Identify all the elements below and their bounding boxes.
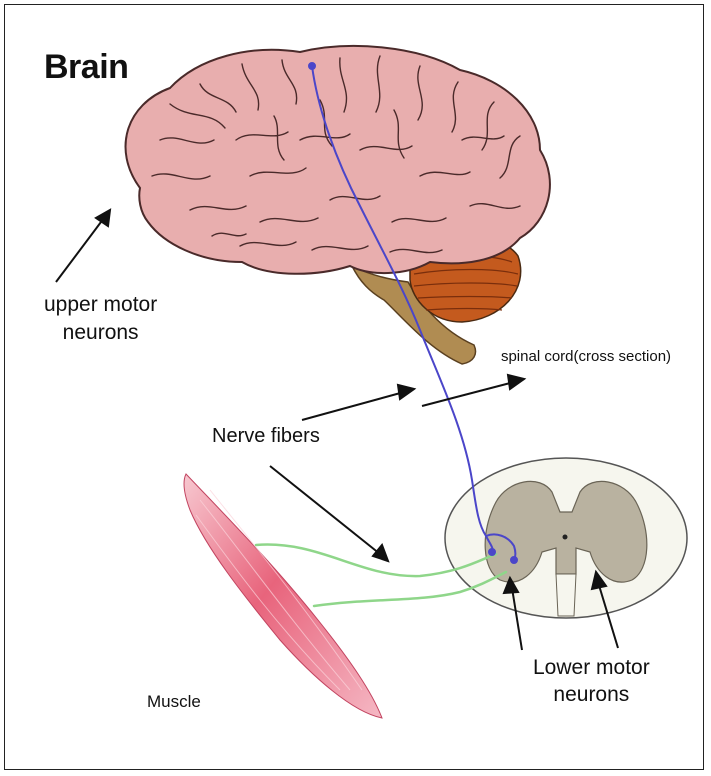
spinal-cord-section <box>445 458 687 618</box>
arrow-upper-motor <box>56 218 104 282</box>
muscle <box>184 474 382 718</box>
upper-motor-neurons-label: upper motor neurons <box>44 291 157 347</box>
upper-motor-label-line1: upper motor <box>44 291 157 319</box>
arrow-nerve-to-muscle-fiber <box>270 466 380 554</box>
arrow-nerve-to-fiber <box>302 392 404 420</box>
arrow-spinal-cord <box>422 382 514 406</box>
spinal-cord-label: spinal cord(cross section) <box>500 347 672 367</box>
muscle-label: Muscle <box>147 692 201 712</box>
lower-motor-label-line1: Lower motor <box>533 654 650 681</box>
upper-motor-label-line2: neurons <box>44 319 157 347</box>
nerve-fibers-label: Nerve fibers <box>212 425 320 448</box>
brain-title: Brain <box>44 48 128 87</box>
lower-motor-neurons-label: Lower motor neurons <box>533 654 650 708</box>
lower-motor-label-line2: neurons <box>533 681 650 708</box>
